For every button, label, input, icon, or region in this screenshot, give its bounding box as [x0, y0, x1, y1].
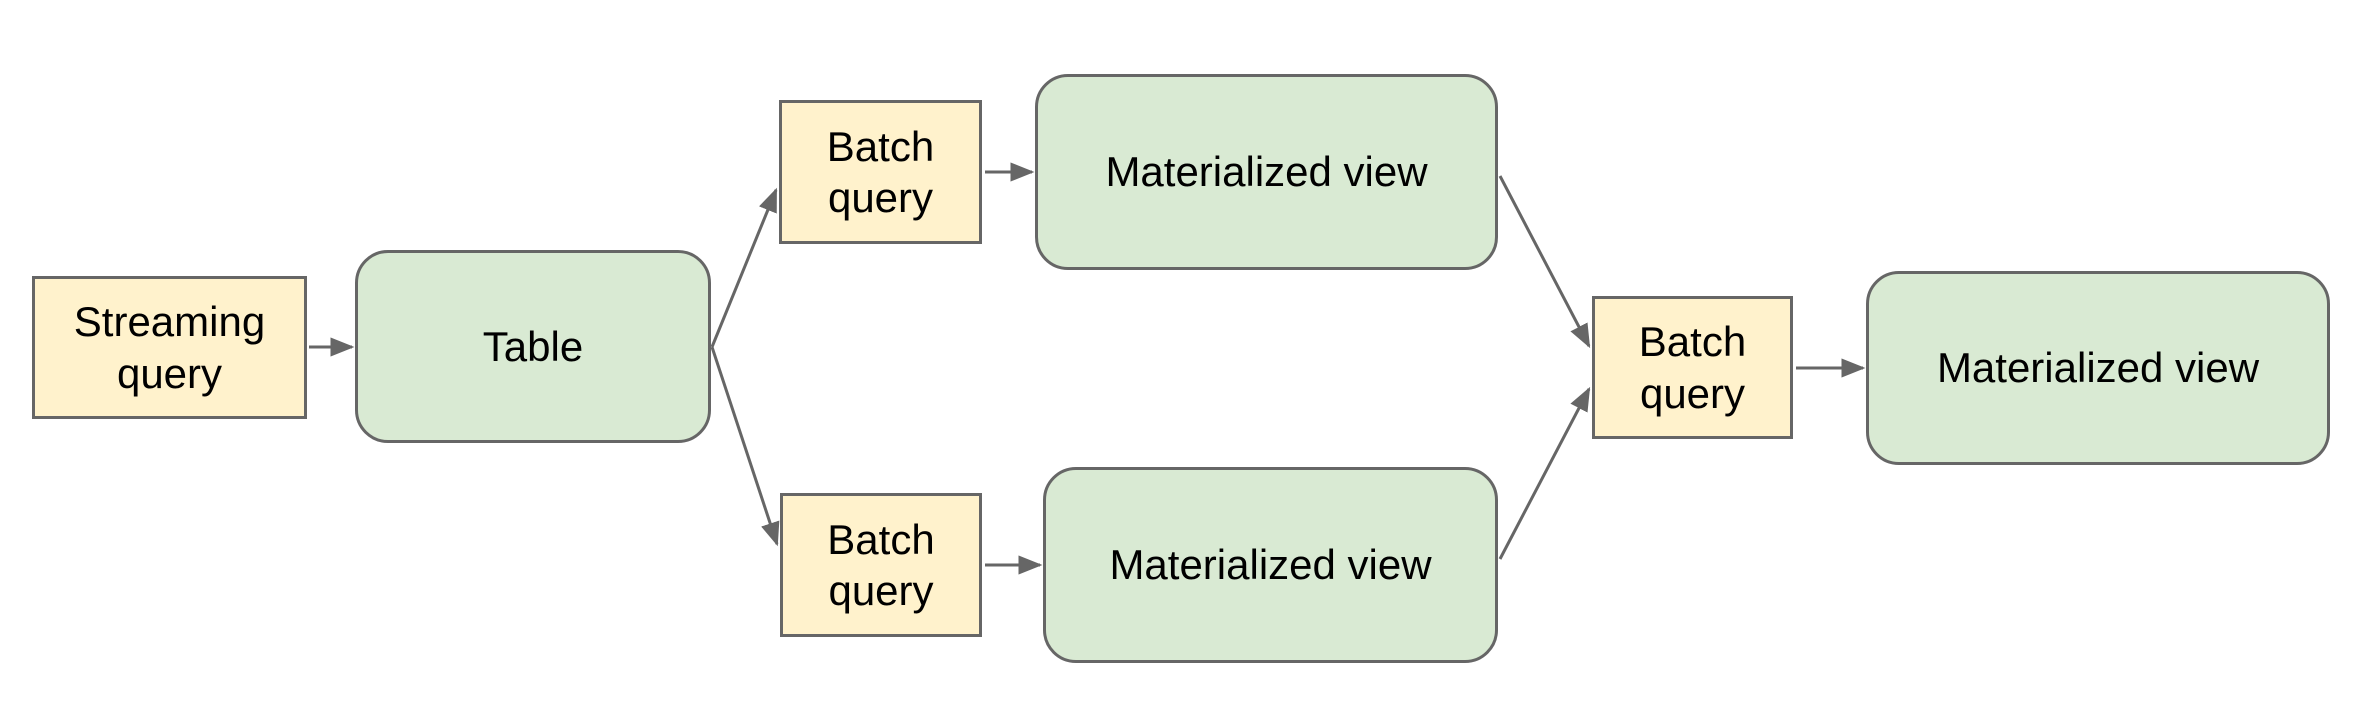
- node-batch-query-right-label: Batch query: [1638, 318, 1747, 417]
- node-batch-query-top: Batch query: [779, 100, 982, 244]
- node-materialized-view-bottom-label: Materialized view: [1109, 541, 1432, 589]
- edge-table-to-batch-query-bottom: [710, 346, 780, 547]
- edge-materialized-view-top-to-batch-query-right: [1498, 175, 1591, 349]
- node-table: Table: [355, 250, 711, 443]
- edge-table-to-batch-query-top: [710, 187, 778, 348]
- node-materialized-view-final: Materialized view: [1866, 271, 2330, 465]
- node-batch-query-right: Batch query: [1592, 296, 1793, 439]
- node-batch-query-bottom-label: Batch query: [827, 515, 935, 614]
- node-materialized-view-top: Materialized view: [1035, 74, 1498, 270]
- edge-materialized-view-bottom-to-batch-query-right: [1498, 386, 1591, 560]
- node-batch-query-bottom: Batch query: [780, 493, 982, 637]
- node-table-label: Table: [482, 322, 584, 370]
- node-streaming-query: Streaming query: [32, 276, 307, 419]
- node-streaming-query-label: Streaming query: [73, 298, 266, 397]
- node-materialized-view-top-label: Materialized view: [1105, 148, 1428, 196]
- node-materialized-view-final-label: Materialized view: [1936, 344, 2260, 392]
- node-batch-query-top-label: Batch query: [826, 122, 935, 221]
- node-materialized-view-bottom: Materialized view: [1043, 467, 1498, 663]
